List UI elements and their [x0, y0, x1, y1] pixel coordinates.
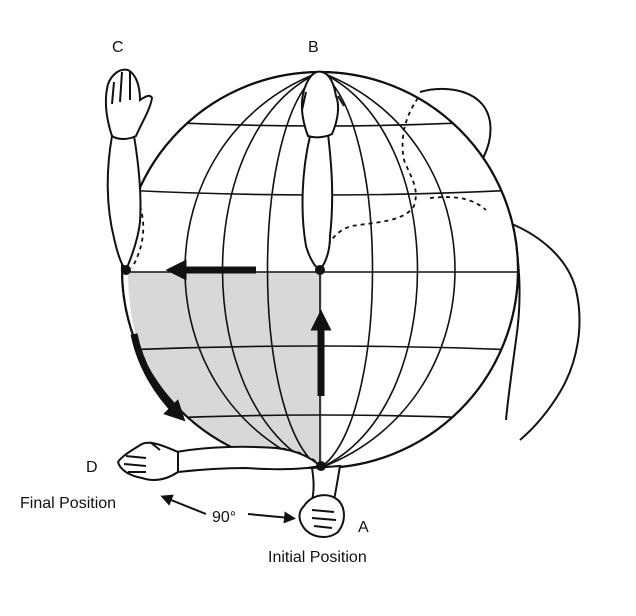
label-a: A: [358, 519, 369, 536]
arm-outline-icon: [116, 441, 323, 481]
angle-label: 90°: [212, 509, 236, 526]
movement-arrows: [130, 259, 332, 524]
label-d: D: [86, 459, 98, 476]
point-b-marker: [315, 265, 325, 275]
angle-arrow: [247, 511, 296, 524]
point-a-marker: [316, 461, 326, 471]
arm-outline-icon: [300, 70, 345, 272]
initial-position-label: Initial Position: [268, 549, 367, 566]
final-position-label: Final Position: [20, 495, 116, 512]
arm-outline-icon: [298, 464, 345, 538]
rotation-points: [121, 265, 326, 471]
angle-arrow: [160, 494, 207, 515]
arrow-arc-down: [130, 333, 186, 422]
dotted-scapula-lines: [131, 97, 487, 467]
arm-outline-icon: [104, 68, 154, 272]
point-c-marker: [121, 265, 131, 275]
label-b: B: [308, 39, 319, 56]
shaded-region: [128, 272, 322, 468]
label-c: C: [112, 39, 124, 56]
